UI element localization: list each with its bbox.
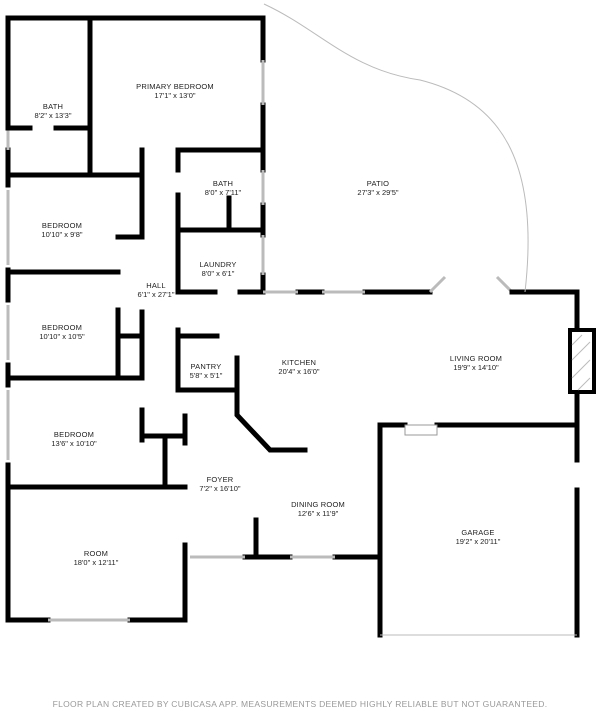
room-name: DINING ROOM <box>291 500 345 509</box>
room-name: LAUNDRY <box>199 260 236 269</box>
room-name: BEDROOM <box>54 430 94 439</box>
room-name: KITCHEN <box>282 358 316 367</box>
room-dims: 8'0" x 7'11" <box>205 188 242 197</box>
room-dims: 12'6" x 11'9" <box>298 509 339 518</box>
room-dims: 10'10" x 10'5" <box>39 332 85 341</box>
room-name: PRIMARY BEDROOM <box>136 82 214 91</box>
room-dims: 10'10" x 9'8" <box>41 230 82 239</box>
room-dims: 17'1" x 13'0" <box>154 91 195 100</box>
room-dims: 19'2" x 20'11" <box>456 537 501 546</box>
fireplace <box>568 328 596 394</box>
room-dims: 13'6" x 10'10" <box>51 439 97 448</box>
disclaimer-footer: FLOOR PLAN CREATED BY CUBICASA APP. MEAS… <box>52 699 548 709</box>
room-dims: 8'2" x 13'3" <box>35 111 72 120</box>
room-labels: PRIMARY BEDROOM 17'1" x 13'0" BATH 8'2" … <box>35 82 502 567</box>
walls <box>5 3 596 638</box>
room-name: GARAGE <box>461 528 494 537</box>
room-name: BATH <box>43 102 63 111</box>
room-dims: 27'3" x 29'5" <box>357 188 398 197</box>
room-name: PATIO <box>367 179 389 188</box>
room-dims: 8'0" x 6'1" <box>202 269 235 278</box>
room-name: LIVING ROOM <box>450 354 502 363</box>
room-name: BEDROOM <box>42 221 82 230</box>
room-dims: 20'4" x 16'0" <box>278 367 319 376</box>
room-name: FOYER <box>207 475 234 484</box>
room-dims: 6'1" x 27'1" <box>138 290 175 299</box>
room-dims: 7'2" x 16'10" <box>199 484 240 493</box>
room-name: BEDROOM <box>42 323 82 332</box>
room-name: HALL <box>146 281 166 290</box>
room-name: BATH <box>213 179 233 188</box>
room-dims: 5'8" x 5'1" <box>190 371 223 380</box>
room-dims: 18'0" x 12'11" <box>74 558 119 567</box>
room-name: PANTRY <box>191 362 222 371</box>
room-dims: 19'9" x 14'10" <box>453 363 499 372</box>
room-name: ROOM <box>84 549 108 558</box>
